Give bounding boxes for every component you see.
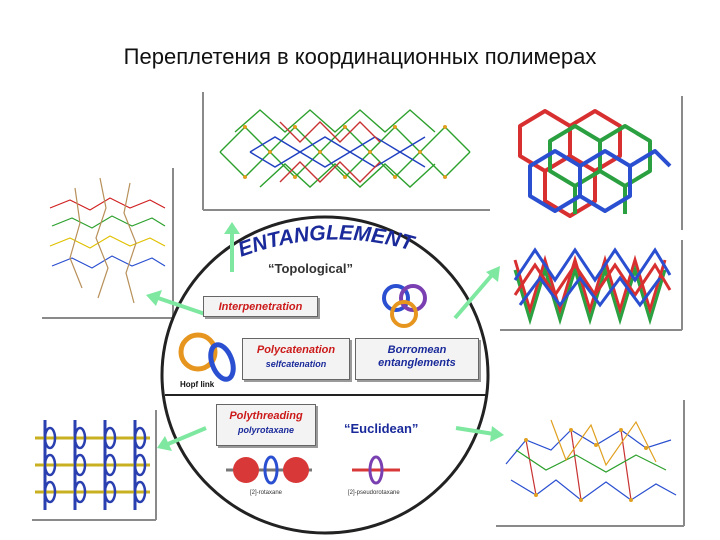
polythreading-box: Polythreading polyrotaxane [216,404,316,446]
panel-top-right-hexagonal-nets [500,96,684,232]
polycatenation-box: Polycatenation selfcatenation [242,338,350,380]
panel-right-zigzag-layers [500,240,684,332]
borromean-label-line1: Borromean [387,344,447,356]
borromean-rings-icon [382,284,427,328]
molecular-network-image [496,400,685,527]
polycatenation-label: Polycatenation [256,344,336,356]
hopf-link-rings [178,332,236,382]
hexagonal-nets-image [518,96,683,230]
interpenetration-box: Interpenetration [203,296,318,317]
pseudorotaxane-caption: [2]-pseudorotaxane [348,490,400,496]
layered-network-image [42,168,174,319]
interpenetrated-network-image [202,92,490,211]
rotaxane-caption: [2]-rotaxane [250,490,283,496]
entanglement-heading: ENTANGLEMENT [236,222,418,262]
polyrotaxane-label: polyrotaxane [237,425,295,435]
arrows [146,222,504,451]
panel-bottom-right-molecular-network [496,400,686,528]
euclidean-label: “Euclidean” [344,421,419,436]
pseudorotaxane-icon [352,455,400,485]
rotaxane-icon [226,455,312,485]
panel-top-interpenetrated-network [200,92,492,212]
panel-bottom-left-polyrotaxane [30,410,158,522]
polyrotaxane-image [32,410,157,521]
selfcatenation-label: selfcatenation [265,359,327,369]
interpenetration-label: Interpenetration [218,301,303,313]
slide-title: Переплетения в координационных полимерах [123,44,597,69]
polythreading-label: Polythreading [229,410,303,422]
entanglement-heading-graphic: ENTANGLEMENT [236,222,418,262]
topological-label: “Topological” [268,261,353,276]
zigzag-layers-image [500,240,683,331]
borromean-box: Borromean entanglements [355,338,479,380]
hopf-link-label: Hopf link [180,380,215,389]
svg-text:ENTANGLEMENT: ENTANGLEMENT [236,222,418,262]
borromean-label-line2: entanglements [378,357,456,369]
